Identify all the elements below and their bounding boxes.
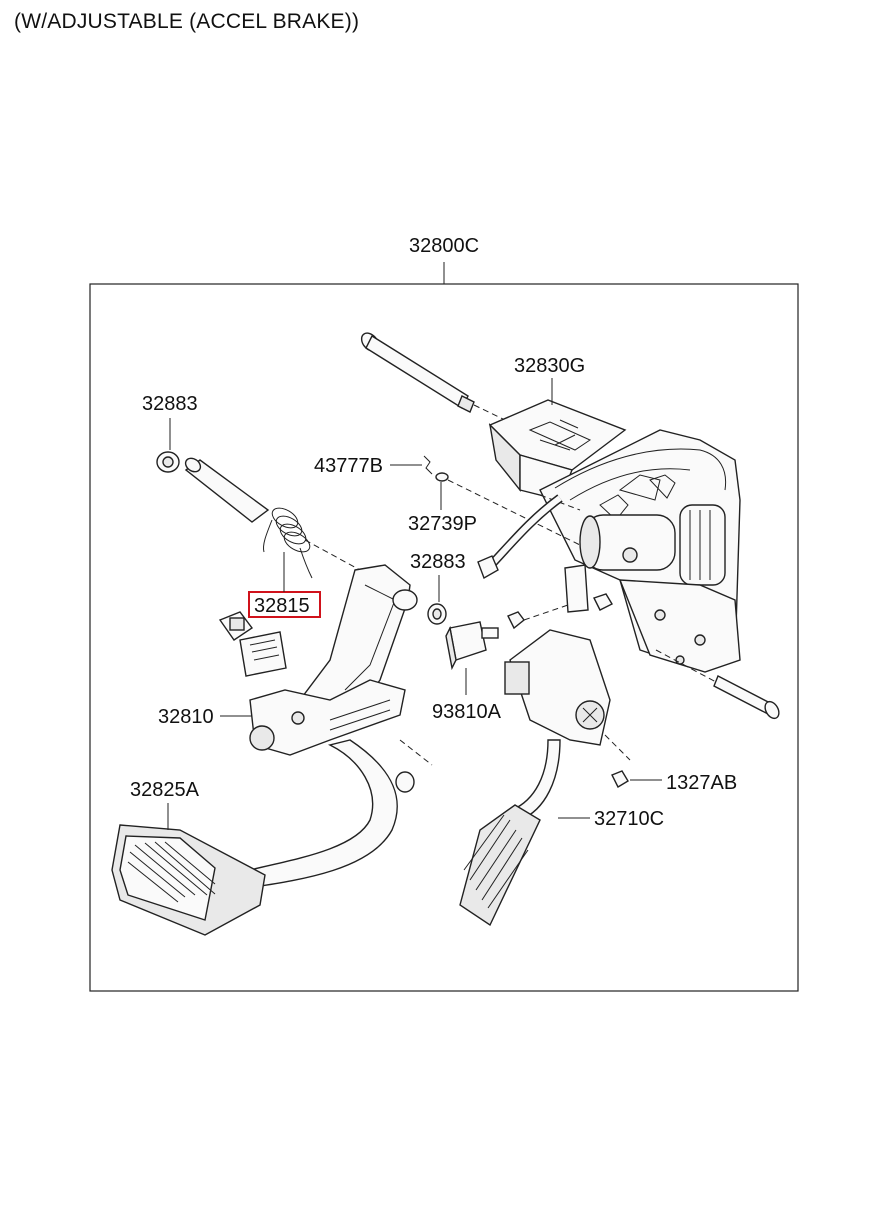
label-32739P[interactable]: 32739P bbox=[408, 513, 477, 535]
assembly-label[interactable]: 32800C bbox=[409, 235, 479, 257]
left-parts-drawing bbox=[156, 451, 361, 677]
label-32815[interactable]: 32815 bbox=[254, 595, 310, 617]
label-32830G[interactable]: 32830G bbox=[514, 355, 585, 377]
label-32710C[interactable]: 32710C bbox=[594, 808, 664, 830]
bracket-drawing bbox=[488, 399, 780, 720]
brake-pedal-drawing bbox=[111, 564, 433, 936]
label-43777B[interactable]: 43777B bbox=[314, 455, 383, 477]
small-parts-drawing bbox=[423, 455, 613, 671]
label-1327AB[interactable]: 1327AB bbox=[666, 772, 737, 794]
diagram-title: (W/ADJUSTABLE (ACCEL BRAKE)) bbox=[14, 10, 360, 33]
label-32825A[interactable]: 32825A bbox=[130, 779, 200, 801]
long-bolt-drawing bbox=[360, 332, 506, 421]
spring-drawing bbox=[263, 507, 313, 579]
label-32810[interactable]: 32810 bbox=[158, 706, 214, 728]
label-93810A[interactable]: 93810A bbox=[432, 701, 502, 723]
label-32883-mid[interactable]: 32883 bbox=[410, 551, 466, 573]
accel-pedal-drawing bbox=[459, 629, 631, 927]
label-32883-top[interactable]: 32883 bbox=[142, 393, 198, 415]
